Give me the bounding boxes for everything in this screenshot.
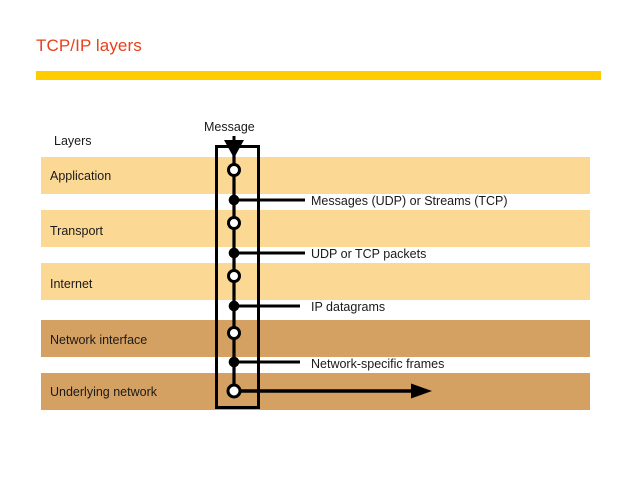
layer-label-transport: Transport — [50, 224, 104, 238]
layer-label-application: Application — [50, 169, 112, 183]
layer-bar-network-interface — [41, 320, 590, 357]
layers-column-caption: Layers — [54, 134, 92, 148]
layer-bar-transport — [41, 210, 590, 247]
layer-label-network-interface: Network interface — [50, 333, 148, 347]
node-filled-network-interface-underlying — [228, 356, 240, 368]
layer-label-underlying-network: Underlying network — [50, 385, 157, 399]
layer-bar-application — [41, 157, 590, 194]
annotation-network-specific-frames: Network-specific frames — [311, 357, 445, 371]
message-caption: Message — [204, 120, 255, 134]
annotation-messages-streams: Messages (UDP) or Streams (TCP) — [311, 194, 508, 208]
page-title: TCP/IP layers — [36, 36, 142, 55]
annotation-udp-tcp-packets: UDP or TCP packets — [311, 247, 427, 261]
layer-label-internet: Internet — [50, 277, 93, 291]
node-filled-internet-network-interface — [228, 300, 240, 312]
annotation-ip-datagrams: IP datagrams — [311, 300, 386, 314]
down-arrowhead-icon — [224, 140, 244, 158]
node-filled-application-transport — [228, 194, 240, 206]
layer-bar-internet — [41, 263, 590, 300]
title-divider — [36, 71, 601, 80]
node-filled-transport-internet — [228, 247, 240, 259]
